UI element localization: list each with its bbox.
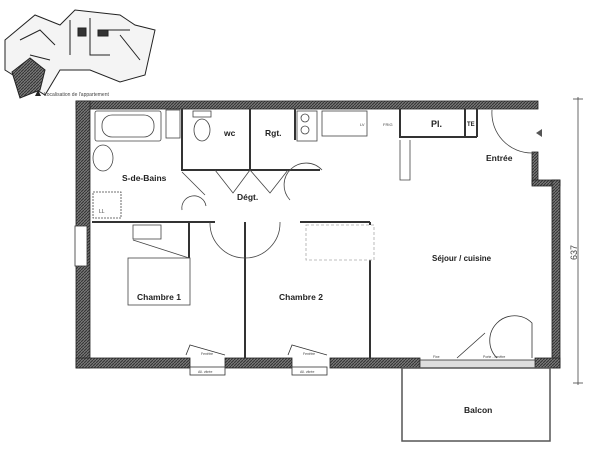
room-label-bedroom1: Chambre 1 [137,292,181,302]
fixtures [92,109,375,306]
room-label-cupboard: Pl. [431,119,442,129]
room-label-balcony: Balcon [464,405,492,415]
toilet [193,118,211,142]
washbasin [92,144,114,172]
desk [132,224,162,240]
window-bedroom1 [189,366,226,376]
entrance-arrow-icon [536,129,542,137]
doors [181,109,533,259]
room-label-entrance: Entrée [486,153,513,163]
window-bedroom1-side [74,225,88,267]
exterior-walls [75,100,561,369]
room-label-living: Séjour / cuisine [432,254,492,263]
window-bedroom2 [291,366,328,376]
room-label-hall: Dégt. [237,192,258,202]
bed-chambre-1 [127,257,191,306]
sink-unit [321,110,368,137]
balcony-outline [401,367,551,442]
dimension-line [573,97,583,385]
water-heater [165,109,181,139]
dishwasher-label: LV [360,122,365,127]
table [305,224,375,261]
french-window-frame [419,359,536,369]
washing-machine-space [92,191,122,219]
locator-caption: Localisation de l'appartement [44,92,109,98]
room-label-electric-panel: TE [467,122,475,128]
triangle-marker-icon [35,90,41,96]
room-label-bedroom2: Chambre 2 [279,292,323,302]
interior-walls [92,109,478,358]
bathtub-basin [101,114,155,138]
window-label: Fenêtre [303,352,315,356]
room-label-storage: Rgt. [265,128,282,138]
building-locator-map [4,9,156,99]
fridge-label: FRIG [383,122,393,127]
sill-label: All. vitrée [300,370,314,374]
dimension-label: 637 [569,245,579,260]
window-fixed-label: Fixe [433,355,440,359]
room-label-wc: wc [223,128,236,138]
washing-machine-label: LL [99,209,105,215]
apartment-location-marker [11,57,46,99]
room-label-bathroom: S-de-Bains [122,173,167,183]
window-label: Fenêtre [201,352,213,356]
sill-label: All. vitrée [198,370,212,374]
french-window-label: Porte - fenêtre [483,355,505,359]
